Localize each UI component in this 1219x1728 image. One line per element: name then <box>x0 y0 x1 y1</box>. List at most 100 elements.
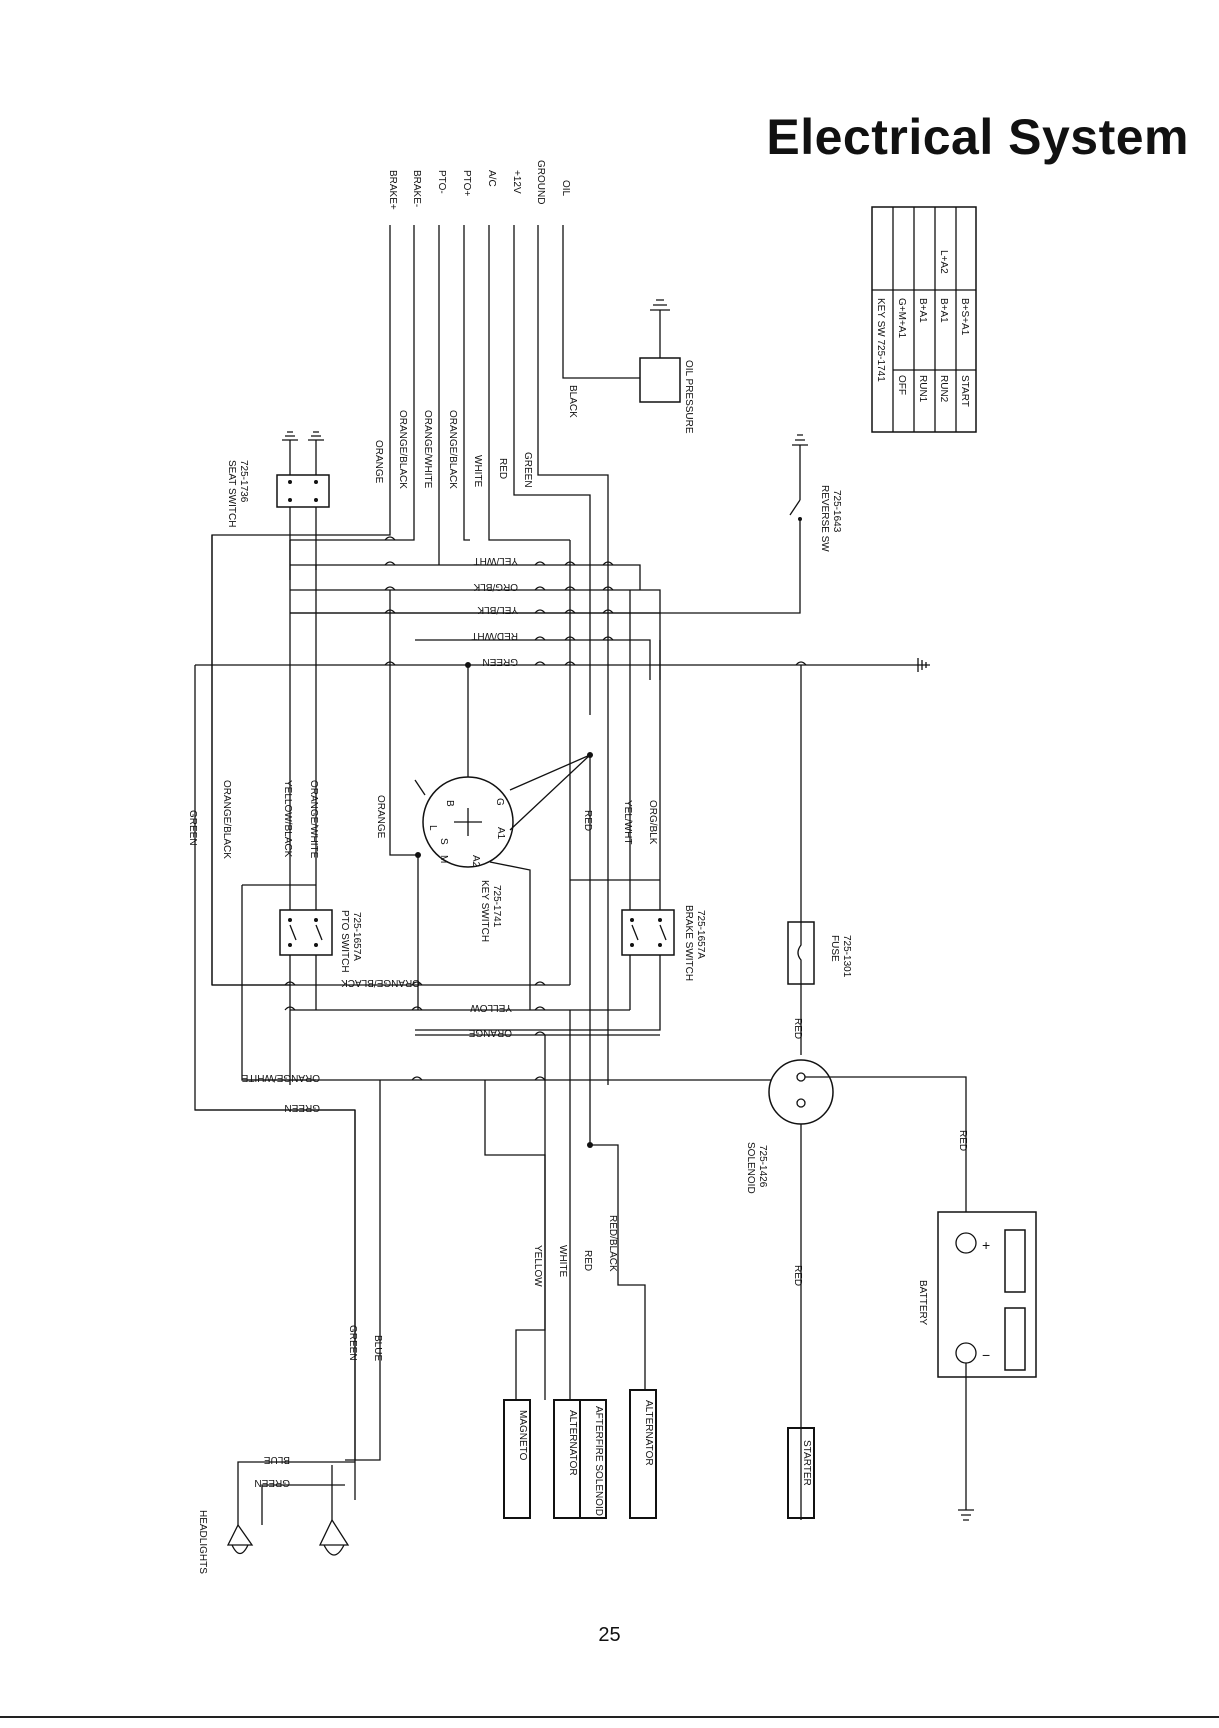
battery: + − BATTERY <box>917 1211 1037 1521</box>
pin-label-pto-minus: PTO- <box>436 170 447 194</box>
lower-label-orange-black: ORANGE/BLACK <box>341 977 420 988</box>
page-number: 25 <box>598 1624 621 1646</box>
center-label-yel-wht: YEL/WHT <box>622 800 633 844</box>
engine-components: MAGNETO ALTERNATOR AFTERFIRE SOLENOID AL… <box>503 1389 815 1519</box>
seat-switch-part: 725-1736 <box>238 460 249 503</box>
wire-label-orange-white-top: ORANGE/WHITE <box>422 410 433 489</box>
top-wire-labels: ORANGE ORANGE/BLACK ORANGE/WHITE ORANGE/… <box>373 410 533 489</box>
seat-switch-label: SEAT SWITCH <box>226 460 237 527</box>
brake-switch-label: BRAKE SWITCH <box>683 905 694 981</box>
wire-label-white-top: WHITE <box>472 455 483 488</box>
headlight-wire-blue-v: BLUE <box>372 1335 383 1361</box>
key-table-pos-off: OFF <box>896 375 907 395</box>
key-switch-part: 725-1741 <box>491 885 502 928</box>
key-terminal-g: G <box>494 798 505 806</box>
battery-label: BATTERY <box>917 1280 928 1326</box>
key-table-contacts-off: G+M+A1 <box>896 298 907 338</box>
engine-label-red-black: RED/BLACK <box>607 1215 618 1272</box>
alternator-2-label: ALTERNATOR <box>643 1400 654 1466</box>
left-label-orange-black: ORANGE/BLACK <box>221 780 232 859</box>
oil-wire-label: BLACK <box>567 385 578 418</box>
center-label-orange: ORANGE <box>375 795 386 839</box>
key-switch: B G S A1 L M A2 KEY SWITCH 725-1741 ORAN… <box>375 590 593 1010</box>
engine-wires: YELLOW WHITE RED RED/BLACK <box>484 1010 646 1400</box>
fuse-part: 725-1301 <box>841 935 852 978</box>
pin-label-pto-plus: PTO+ <box>461 170 472 196</box>
starter-box <box>787 1427 815 1519</box>
key-table-extra-run2: L+A2 <box>938 250 949 274</box>
wire-label-red-top: RED <box>497 458 508 479</box>
headlights-label: HEADLIGHTS <box>197 1510 208 1574</box>
reverse-switch-part: 725-1643 <box>831 490 842 533</box>
headlight-wire-blue-h: BLUE <box>264 1454 290 1465</box>
key-table-pos-run1: RUN1 <box>917 375 928 403</box>
afterfire-solenoid-label: AFTERFIRE SOLENOID <box>593 1406 604 1516</box>
seat-switch: SEAT SWITCH 725-1736 <box>226 431 330 580</box>
headlight-wire-green-v: GREEN <box>347 1325 358 1361</box>
lower-label-orange: ORANGE <box>468 1027 512 1038</box>
bus-label-red-wht: RED/WHT <box>471 630 518 641</box>
engine-label-white: WHITE <box>557 1245 568 1278</box>
bus-label-yel-blk: YEL/BLK <box>477 604 518 615</box>
starter-red-label: RED <box>792 1265 803 1286</box>
connector-wires <box>211 225 640 985</box>
bus-label-org-blk: ORG/BLK <box>473 581 518 592</box>
reverse-switch: REVERSE SW 725-1643 <box>290 434 842 614</box>
page-title: Electrical System <box>766 109 1189 165</box>
key-table-header: KEY SW 725-1741 <box>875 298 886 382</box>
left-label-orange-white: ORANGE/WHITE <box>308 780 319 859</box>
lower-label-green: GREEN <box>284 1102 320 1113</box>
headlight-wire-green-h: GREEN <box>254 1477 290 1488</box>
pin-label-brake-plus: BRAKE+ <box>387 170 398 210</box>
left-label-yellow-black: YELLOW/BLACK <box>282 780 293 858</box>
engine-label-red: RED <box>582 1250 593 1271</box>
fuse-label: FUSE <box>829 935 840 962</box>
key-switch-label: KEY SWITCH <box>479 880 490 942</box>
solenoid-label: SOLENOID <box>745 1142 756 1194</box>
key-terminal-l: L <box>427 825 438 831</box>
magneto-box <box>503 1399 531 1519</box>
engine-label-yellow: YELLOW <box>532 1245 543 1287</box>
solenoid: SOLENOID 725-1426 RED RED <box>745 1059 968 1520</box>
pto-switch-label: PTO SWITCH <box>339 910 350 973</box>
pto-switch: PTO SWITCH 725-1657A <box>241 884 362 1081</box>
alternator-2-box <box>629 1389 657 1519</box>
wire-label-orange-black-top-2: ORANGE/BLACK <box>447 410 458 489</box>
left-vertical-wires: GREEN ORANGE/BLACK YELLOW/BLACK ORANGE/W… <box>187 535 356 1500</box>
wire-label-green-top: GREEN <box>522 452 533 488</box>
key-terminal-b: B <box>444 800 455 807</box>
key-table-pos-run2: RUN2 <box>938 375 949 403</box>
fuse-red-label: RED <box>792 1018 803 1039</box>
key-terminal-s: S <box>438 838 449 845</box>
reverse-switch-label: REVERSE SW <box>819 485 830 552</box>
key-table-pos-start: START <box>959 375 970 407</box>
lower-label-orange-white: ORANGE/WHITE <box>241 1072 320 1083</box>
center-wires: RED YEL/WHT ORG/BLK <box>415 540 661 1145</box>
bus-label-green: GREEN <box>482 656 518 667</box>
afterfire-solenoid-box <box>579 1399 607 1519</box>
bus-label-yel-wht: YEL/WHT <box>474 555 518 566</box>
solenoid-red-right-label: RED <box>957 1130 968 1151</box>
key-table-contacts-run2: B+A1 <box>938 298 949 323</box>
pin-label-brake-minus: BRAKE- <box>411 170 422 207</box>
key-terminal-a2: A2 <box>470 855 481 868</box>
key-table-contacts-run1: B+A1 <box>917 298 928 323</box>
starter-label: STARTER <box>801 1440 812 1486</box>
center-label-org-blk: ORG/BLK <box>647 800 658 845</box>
pin-label-ac: A/C <box>486 170 497 187</box>
harness-bus: YEL/WHT ORG/BLK YEL/BLK RED/WHT GREEN <box>195 555 930 680</box>
pto-switch-part: 725-1657A <box>351 912 362 961</box>
alternator-1-label: ALTERNATOR <box>567 1410 578 1476</box>
magneto-label: MAGNETO <box>517 1410 528 1461</box>
key-table-contacts-start: B+S+A1 <box>959 298 970 336</box>
brake-switch: BRAKE SWITCH 725-1657A <box>570 879 706 981</box>
lower-bus: ORANGE/BLACK YELLOW ORANGE ORANGE/WHITE … <box>195 977 790 1113</box>
pin-label-ground: GROUND <box>535 160 546 204</box>
pin-label-oil: OIL <box>560 180 571 197</box>
page-bottom-rule <box>0 1716 1219 1718</box>
connector-pin-labels: BRAKE+ BRAKE- PTO- PTO+ A/C +12V GROUND … <box>387 160 571 210</box>
wire-crossovers <box>284 536 807 1081</box>
headlights: GREEN BLUE BLUE GREEN HEADLIGHTS <box>197 1080 383 1574</box>
oil-pressure-sender: OIL PRESSURE BLACK <box>567 299 694 434</box>
